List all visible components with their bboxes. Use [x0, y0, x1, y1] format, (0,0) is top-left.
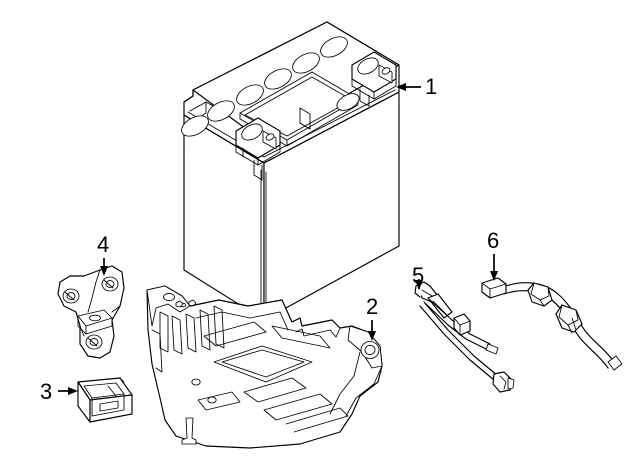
leader-5: [415, 279, 423, 290]
callout-label-4: 4: [97, 232, 110, 257]
part-2-battery-tray[interactable]: [146, 285, 383, 449]
leader-3: [58, 387, 78, 395]
leader-6: [490, 254, 498, 281]
part-4-battery-bracket[interactable]: [57, 265, 125, 359]
callout-label-5: 5: [412, 263, 425, 288]
part-5-hold-down-rod[interactable]: [414, 281, 515, 393]
callout-label-3: 3: [40, 379, 53, 404]
part-6-vent-hose[interactable]: [481, 277, 623, 371]
callout-label-1: 1: [425, 74, 438, 99]
callout-label-2: 2: [366, 294, 379, 319]
leader-4: [100, 258, 108, 276]
leader-2: [368, 320, 376, 341]
leader-1: [396, 83, 421, 91]
part-3-insulator-block[interactable]: [77, 377, 133, 423]
callout-label-6: 6: [487, 228, 500, 253]
part-1-battery[interactable]: [178, 21, 400, 321]
